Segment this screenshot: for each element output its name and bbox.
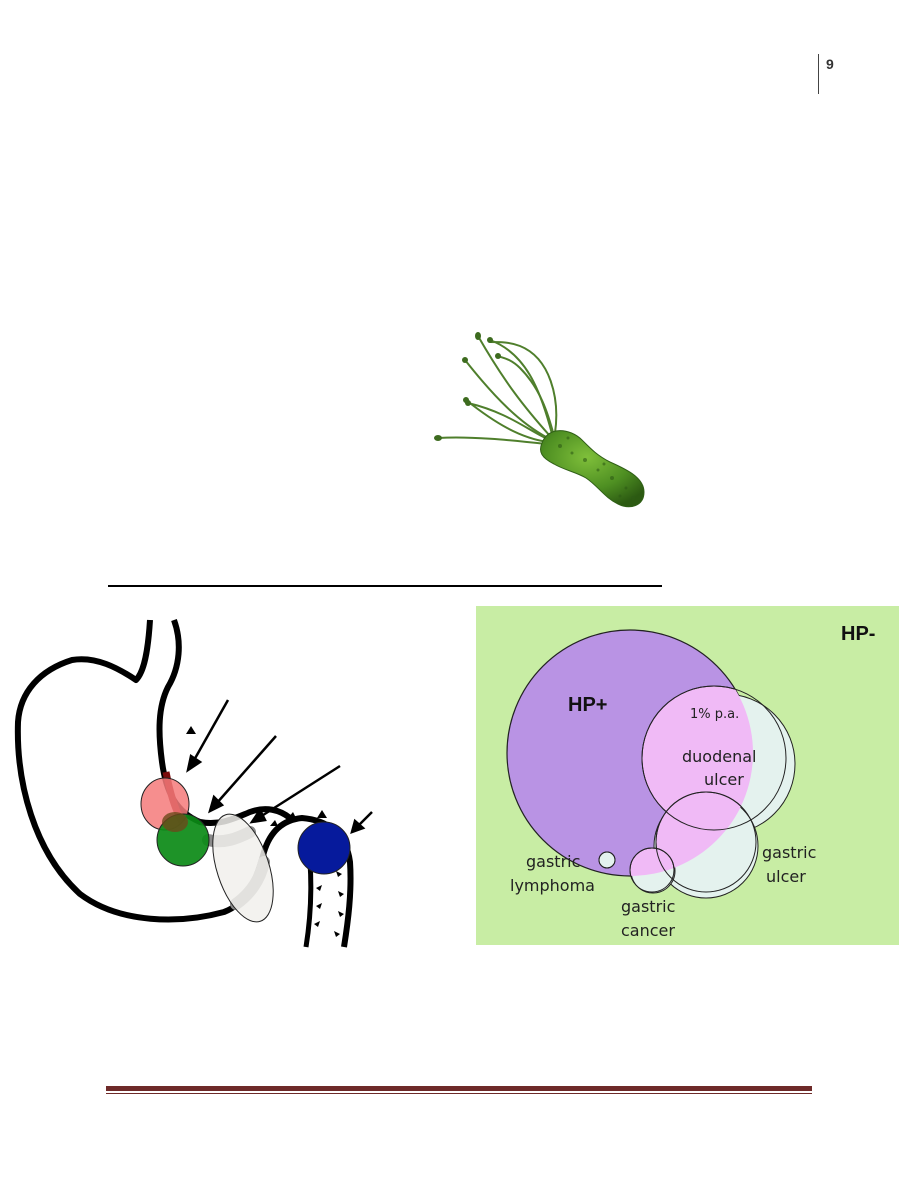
duodenum-inner-wall xyxy=(303,861,314,948)
pointer-arrows xyxy=(186,699,373,834)
duodenal-ulcer-label-2: ulcer xyxy=(704,770,744,789)
page-number-text: 9 xyxy=(826,56,834,72)
duodenal-ulcer-label-1: duodenal xyxy=(682,747,756,766)
triangle-markers xyxy=(186,726,327,818)
footer-rule xyxy=(106,1086,812,1094)
page-number: 9 xyxy=(818,54,843,94)
flagella xyxy=(437,335,558,445)
gastric-lymphoma-label-2: lymphoma xyxy=(510,876,595,895)
gastric-lymphoma-label-1: gastric xyxy=(526,852,580,871)
gastric-cancer-label-1: gastric xyxy=(621,897,675,916)
gastric-cancer-label-2: cancer xyxy=(621,921,675,940)
gastric-ulcer-label-1: gastric xyxy=(762,843,816,862)
stomach-outer-wall xyxy=(14,619,354,948)
stomach-diagram xyxy=(14,618,373,948)
bacterium-illustration xyxy=(434,332,645,508)
hp-negative-label: HP- xyxy=(841,623,875,645)
flagella-tips xyxy=(434,332,501,441)
blue-zone xyxy=(297,821,351,875)
bacterium-body xyxy=(540,430,645,508)
body-speckles xyxy=(558,436,635,500)
gray-zone xyxy=(212,813,274,923)
venn-diagram: HP- HP+ 1% p.a. duodenal ulcer gastric u… xyxy=(476,606,899,945)
rate-label: 1% p.a. xyxy=(690,707,739,722)
overlap-zone xyxy=(162,812,188,832)
hp-positive-label: HP+ xyxy=(568,694,607,716)
gastric-ulcer-label-2: ulcer xyxy=(766,867,806,886)
section-rule xyxy=(108,585,662,587)
